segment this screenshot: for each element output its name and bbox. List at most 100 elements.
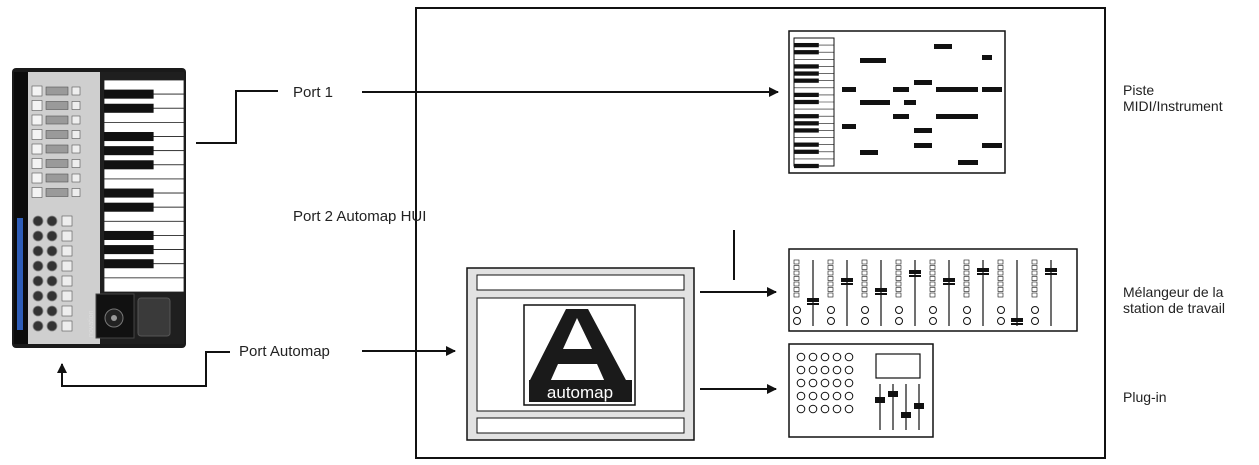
- black-key: [104, 89, 154, 99]
- panel-button: [71, 188, 81, 197]
- black-key: [104, 188, 154, 198]
- plugin-knob: [820, 365, 830, 375]
- meter-led: [861, 270, 868, 276]
- meter-led: [861, 281, 868, 287]
- midi-note: [904, 100, 916, 105]
- meter-led: [1031, 287, 1038, 292]
- plugin-knob: [820, 378, 830, 388]
- meter-led: [929, 265, 936, 270]
- piano-roll-notes: [842, 44, 1002, 165]
- plugin-display: [875, 353, 921, 379]
- meter-led: [861, 292, 868, 298]
- plugin-knob: [796, 365, 806, 375]
- port1-label: Port 1: [293, 84, 334, 101]
- roll-black-key: [794, 64, 819, 69]
- midi-note: [860, 100, 890, 105]
- midi-note: [936, 87, 978, 92]
- port2-automap-hui-label: Port 2 Automap HUI: [293, 208, 427, 225]
- mixer-knob: [793, 306, 801, 314]
- fader-cap: [977, 268, 989, 272]
- plugin-knob: [844, 365, 854, 375]
- midi-note: [914, 143, 932, 148]
- roll-black-key: [794, 92, 819, 98]
- fader-cap: [909, 270, 921, 274]
- connection-lines: [57, 87, 779, 394]
- plugin-knob: [796, 352, 806, 362]
- black-key: [104, 146, 154, 156]
- piano-roll-keys: [793, 37, 835, 169]
- midi-note: [958, 160, 978, 165]
- panel-button: [31, 100, 43, 111]
- automap-logo-word: automap: [547, 383, 613, 402]
- touch-pad: [137, 297, 171, 337]
- meter-led: [793, 265, 800, 270]
- port-automap-label: Port Automap: [239, 343, 330, 360]
- panel-button: [61, 245, 73, 257]
- panel-slider: [45, 188, 69, 197]
- black-key: [104, 103, 154, 113]
- automap-bottom-bar: [476, 417, 685, 434]
- panel-button: [61, 320, 73, 332]
- automap-window: automap: [466, 267, 695, 441]
- mixer-knob: [1031, 306, 1039, 314]
- mixer-knob: [997, 306, 1005, 314]
- plugin-knob: [796, 404, 806, 414]
- mixer-knob: [963, 306, 971, 314]
- plugin-knob: [808, 391, 818, 401]
- meter-led: [963, 276, 970, 281]
- meter-led: [895, 281, 902, 287]
- meter-led: [827, 270, 834, 276]
- roll-black-key: [794, 42, 819, 48]
- meter-led: [861, 259, 868, 265]
- panel-slider: [45, 144, 69, 154]
- panel-button: [71, 173, 81, 183]
- plugin-knob: [796, 391, 806, 401]
- plugin-knob: [808, 378, 818, 388]
- plugin-knob: [832, 378, 842, 388]
- meter-led: [793, 287, 800, 292]
- black-key: [104, 230, 154, 240]
- meter-led: [997, 259, 1004, 265]
- plugin-knob-grid: [796, 352, 854, 414]
- meter-led: [861, 265, 868, 270]
- meter-led: [827, 292, 834, 298]
- white-key: [103, 277, 185, 293]
- panel-knob: [46, 230, 58, 242]
- panel-button: [31, 129, 43, 140]
- black-key: [104, 160, 154, 170]
- plugin-knob: [844, 378, 854, 388]
- meter-led: [997, 276, 1004, 281]
- meter-led: [963, 281, 970, 287]
- roll-black-key: [794, 50, 819, 55]
- meter-led: [963, 265, 970, 270]
- fader-cap: [807, 298, 819, 302]
- midi-keyboard-controller: novation: [12, 68, 186, 348]
- plugin-panel: [788, 343, 934, 438]
- control-panel: [28, 72, 100, 344]
- meter-led: [895, 276, 902, 281]
- plugin-knob: [832, 404, 842, 414]
- black-key: [104, 259, 154, 269]
- panel-button: [71, 130, 81, 139]
- meter-led: [997, 287, 1004, 292]
- roll-black-key: [794, 78, 819, 83]
- midi-track-label: Piste MIDI/Instrument: [1123, 82, 1223, 114]
- meter-led: [895, 287, 902, 292]
- meter-led: [997, 270, 1004, 276]
- panel-button: [71, 101, 81, 110]
- plugin-knob: [820, 404, 830, 414]
- panel-button: [61, 215, 73, 227]
- mixer-knob: [929, 317, 937, 325]
- panel-knob: [46, 275, 58, 287]
- roll-black-key: [794, 163, 819, 169]
- panel-slider: [45, 159, 69, 168]
- meter-led: [861, 276, 868, 281]
- panel-slider: [45, 101, 69, 110]
- black-key: [104, 202, 154, 212]
- panel-knob: [46, 320, 58, 332]
- panel-button: [61, 275, 73, 287]
- mixer-knob: [793, 317, 801, 325]
- midi-note: [914, 80, 932, 85]
- meter-led: [895, 265, 902, 270]
